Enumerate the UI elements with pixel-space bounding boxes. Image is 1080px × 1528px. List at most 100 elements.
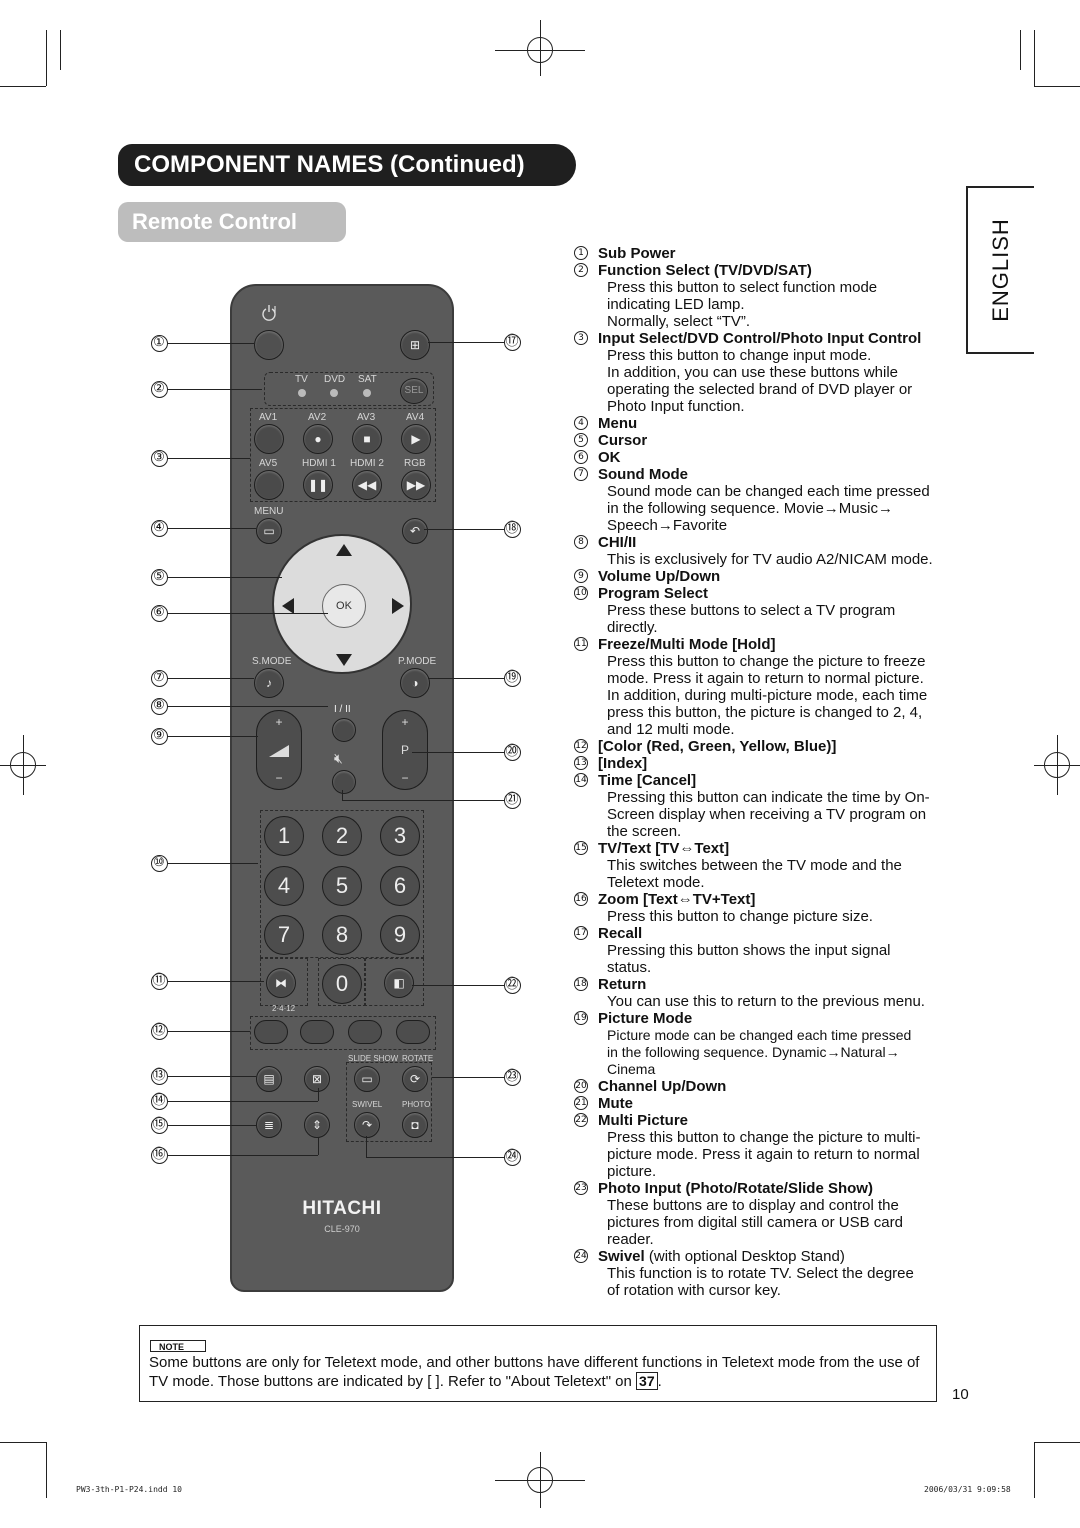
input-select-group bbox=[250, 408, 436, 502]
item-title: Picture Mode bbox=[598, 1010, 693, 1027]
mute-button[interactable] bbox=[332, 770, 356, 794]
label-av2: AV2 bbox=[308, 412, 327, 423]
swivel-button[interactable]: ↷ bbox=[354, 1112, 380, 1138]
tv-text-button[interactable]: ≣ bbox=[256, 1112, 282, 1138]
digit-9-button[interactable]: 9 bbox=[380, 915, 420, 955]
power-button[interactable] bbox=[254, 305, 284, 360]
zoom-icon: ⇕ bbox=[311, 1118, 323, 1132]
av2-button[interactable]: ● bbox=[303, 424, 333, 454]
language-label: ENGLISH bbox=[988, 218, 1013, 322]
av4-button[interactable]: ▶ bbox=[401, 424, 431, 454]
callout-6: ⑥ bbox=[151, 605, 168, 622]
slideshow-button[interactable]: ▭ bbox=[354, 1066, 380, 1092]
av3-button[interactable]: ■ bbox=[352, 424, 382, 454]
item-title: Input Select/DVD Control/Photo Input Con… bbox=[598, 330, 922, 347]
item-title: Function Select (TV/DVD/SAT) bbox=[598, 262, 812, 279]
item-description: of rotation with cursor key. bbox=[607, 1282, 781, 1299]
item-description: Press this button to change input mode. bbox=[607, 347, 872, 364]
zoom-button[interactable]: ⇕ bbox=[304, 1112, 330, 1138]
index-button[interactable]: ▤ bbox=[256, 1066, 282, 1092]
digit-3-button[interactable]: 3 bbox=[380, 816, 420, 856]
menu-button[interactable]: ▭ bbox=[256, 518, 282, 544]
item-description: picture mode. Press it again to return t… bbox=[607, 1146, 920, 1163]
callout-4: ④ bbox=[151, 520, 168, 537]
item-title: Multi Picture bbox=[598, 1112, 689, 1129]
picture-mode-button[interactable]: ◑ bbox=[400, 668, 430, 698]
crop-mark bbox=[1057, 735, 1058, 795]
callout-3: ③ bbox=[151, 450, 168, 467]
return-button[interactable]: ↶ bbox=[402, 518, 428, 544]
photo-label: PHOTO bbox=[402, 1100, 431, 1109]
cursor-right-arrow[interactable] bbox=[392, 598, 404, 614]
item-title: Recall bbox=[598, 925, 643, 942]
cursor-pad[interactable]: OK bbox=[272, 534, 412, 674]
callout-23: ㉓ bbox=[504, 1069, 521, 1086]
green-button[interactable] bbox=[300, 1020, 334, 1044]
crop-mark bbox=[1034, 30, 1035, 86]
chi-button[interactable] bbox=[332, 718, 356, 742]
freeze-button[interactable]: ⧓ bbox=[266, 968, 296, 998]
time-icon: ⊠ bbox=[311, 1072, 323, 1086]
rotate-button[interactable]: ⟳ bbox=[402, 1066, 428, 1092]
cursor-left-arrow[interactable] bbox=[282, 598, 294, 614]
recall-button[interactable]: ⊞ bbox=[400, 330, 430, 360]
item-number: 8 bbox=[574, 535, 588, 549]
time-button[interactable]: ⊠ bbox=[304, 1066, 330, 1092]
rgb-button[interactable]: ▶▶ bbox=[401, 470, 431, 500]
av1-button[interactable] bbox=[254, 424, 284, 454]
sel-button[interactable]: SEL bbox=[400, 378, 428, 404]
page-reference[interactable]: 37 bbox=[636, 1372, 658, 1390]
color-buttons-group bbox=[250, 1016, 436, 1050]
blue-button[interactable] bbox=[396, 1020, 430, 1044]
volume-rocker[interactable]: + − bbox=[256, 710, 302, 790]
item-number: 19 bbox=[574, 1011, 588, 1025]
item-title: Menu bbox=[598, 415, 638, 432]
digit-2-button[interactable]: 2 bbox=[322, 816, 362, 856]
item-title: Time [Cancel] bbox=[598, 772, 697, 789]
item-title: Channel Up/Down bbox=[598, 1078, 727, 1095]
item-title: Zoom [Text⇔TV+Text] bbox=[598, 891, 756, 908]
program-rocker[interactable]: + P − bbox=[382, 710, 428, 790]
cursor-down-arrow[interactable] bbox=[336, 654, 352, 666]
digit-0-button[interactable]: 0 bbox=[322, 964, 362, 1004]
item-description: Teletext mode. bbox=[607, 874, 705, 891]
crop-mark bbox=[540, 20, 541, 76]
multi-picture-button[interactable]: ◧ bbox=[384, 968, 414, 998]
av5-button[interactable] bbox=[254, 470, 284, 500]
digit-4-button[interactable]: 4 bbox=[264, 866, 304, 906]
digit-6-button[interactable]: 6 bbox=[380, 866, 420, 906]
digit-7-button[interactable]: 7 bbox=[264, 915, 304, 955]
smode-label: S.MODE bbox=[252, 656, 292, 667]
mode-label-tv: TV bbox=[295, 374, 308, 385]
ok-button[interactable]: OK bbox=[322, 584, 366, 628]
sound-mode-button[interactable]: ♪ bbox=[254, 668, 284, 698]
red-button[interactable] bbox=[254, 1020, 288, 1044]
hdmi1-button[interactable]: ❚❚ bbox=[303, 470, 333, 500]
item-number: 18 bbox=[574, 977, 588, 991]
digit-1-button[interactable]: 1 bbox=[264, 816, 304, 856]
item-description: Pressing this button shows the input sig… bbox=[607, 942, 891, 959]
digit-8-button[interactable]: 8 bbox=[322, 915, 362, 955]
callout-line bbox=[168, 863, 258, 864]
item-description: picture. bbox=[607, 1163, 657, 1180]
callout-17: ⑰ bbox=[504, 334, 521, 351]
digit-5-button[interactable]: 5 bbox=[322, 866, 362, 906]
callout-14: ⑭ bbox=[151, 1093, 168, 1110]
callout-line bbox=[424, 529, 504, 530]
item-description: press this button, the picture is change… bbox=[607, 704, 923, 721]
item-description: You can use this to return to the previo… bbox=[607, 993, 925, 1010]
callout-line bbox=[366, 1136, 367, 1157]
item-number: 13 bbox=[574, 756, 588, 770]
callout-line bbox=[168, 706, 328, 707]
callout-5: ⑤ bbox=[151, 569, 168, 586]
item-description: operating the selected brand of DVD play… bbox=[607, 381, 913, 398]
item-number: 7 bbox=[574, 467, 588, 481]
hdmi2-button[interactable]: ◀◀ bbox=[352, 470, 382, 500]
yellow-button[interactable] bbox=[348, 1020, 382, 1044]
callout-line bbox=[168, 1031, 250, 1032]
cursor-up-arrow[interactable] bbox=[336, 544, 352, 556]
item-number: 6 bbox=[574, 450, 588, 464]
photo-button[interactable]: ◘ bbox=[402, 1112, 428, 1138]
